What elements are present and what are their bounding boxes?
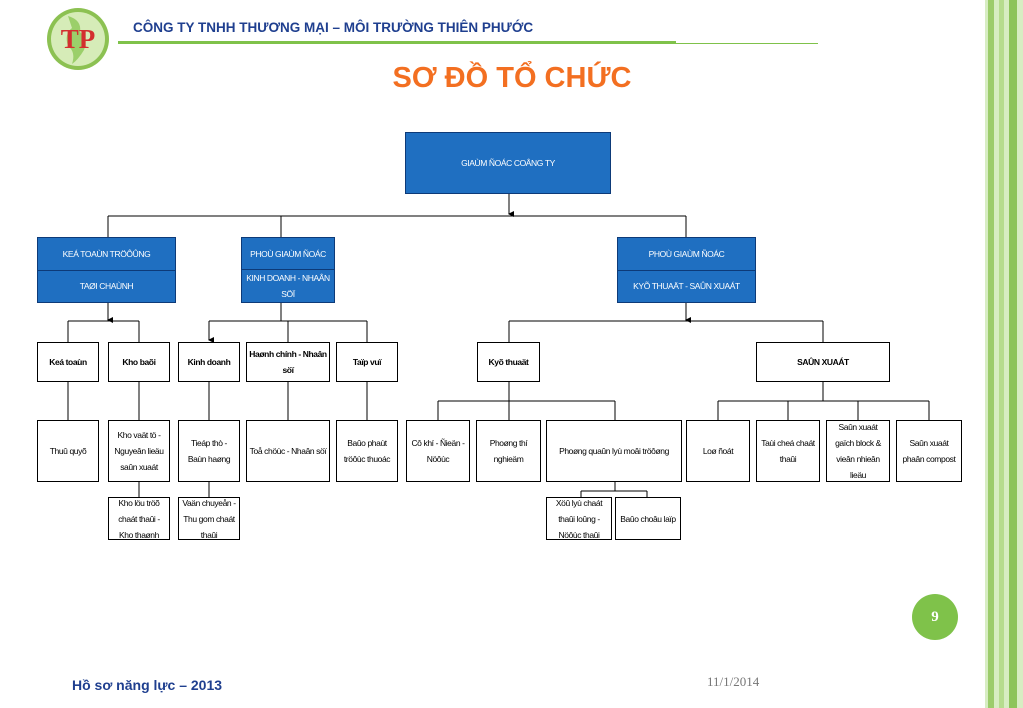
node-label: Toå chöùc - Nhaân söï [249,446,327,456]
node-production: SAÛN XUAÁT [756,342,890,382]
node-lab: Phoøng thí nghieäm [476,420,541,482]
node-incinerator: Loø ñoát [686,420,750,482]
node-label: Baûo phaùt tröôùc thuoác [343,438,391,464]
company-name: CÔNG TY TNHH THƯƠNG MẠI – MÔI TRƯỜNG THI… [133,20,534,35]
node-transport: Vaän chuyeån - Thu gom chaát thaûi [178,497,240,540]
side-stripes [985,0,1023,708]
node-general-affairs: Taïp vuï [336,342,398,382]
node-accounting: Keá toaùn [37,342,99,382]
node-label: Kyõ thuaät [488,357,529,367]
node-label: Tieáp thò - Baùn haøng [187,438,231,464]
node-chief-accountant: KEÁ TOAÙN TRÖÔÛNG TAØI CHAÙNH [37,237,176,303]
node-compost: Saûn xuaát phaân compost [896,420,962,482]
footer-date: 11/1/2014 [707,674,760,689]
node-label: KINH DOANH - NHAÂN SÖÏ [246,273,330,299]
node-label: PHOÙ GIAÙM ÑOÁC [618,238,755,271]
page-title: SƠ ĐỒ TỔ CHỨC [392,62,632,94]
node-label: Taïp vuï [352,357,382,367]
logo-letters: TP [61,24,96,54]
node-label: Phoøng thí nghieäm [489,438,528,464]
node-label: Vaän chuyeån - Thu gom chaát thaûi [182,497,236,540]
node-label: Haønh chính - Nhaân söï [249,349,327,375]
header-rule [118,41,676,44]
node-director: GIAÙM ÑOÁC COÂNG TY [405,132,611,194]
node-label: Kho löu tröõ chaát thaûi - Kho thaønh [118,497,160,540]
node-label: Cô khí - Ñieän - Nöôùc [411,438,465,464]
node-security: Baûo phaùt tröôùc thuoác [336,420,398,482]
node-deputy-business: PHOÙ GIAÙM ÑOÁC KINH DOANH - NHAÂN SÖÏ [241,237,335,303]
node-label: Saûn xuaát phaân compost [902,438,956,464]
node-label: KEÁ TOAÙN TRÖÔÛNG [38,238,175,271]
node-label: Kinh doanh [187,357,231,367]
node-label: Loø ñoát [702,446,734,456]
node-label: KYÕ THUAÄT - SAÛN XUAÁT [633,281,740,292]
node-raw-material-store: Kho vaät tö - Nguyeân lieäu saûn xuaát [108,420,170,482]
footer-text: Hồ sơ năng lực – 2013 [72,677,223,693]
company-logo: TP [38,6,119,72]
node-wastewater: Xöû lyù chaát thaûi loûng - Nöôùc thaûi [546,497,612,540]
node-label: Taùi cheá chaát thaûi [761,438,815,464]
node-label: Thuû quyõ [49,446,87,456]
header-rule-thin [676,43,818,44]
node-label: Kho baõi [122,357,156,367]
node-deputy-technical: PHOÙ GIAÙM ÑOÁC KYÕ THUAÄT - SAÛN XUAÁT [617,237,756,303]
node-label: TAØI CHAÙNH [79,281,134,292]
node-marketing: Tieáp thò - Baùn haøng [178,420,240,482]
node-hr-team: Toå chöùc - Nhaân söï [246,420,330,482]
node-treasurer: Thuû quyõ [37,420,99,482]
node-label: GIAÙM ÑOÁC COÂNG TY [461,158,555,168]
node-label: Saûn xuaát gaïch block & vieân nhieân li… [835,422,881,480]
node-brick-production: Saûn xuaát gaïch block & vieân nhieân li… [826,420,890,482]
slide-number-badge: 9 [912,594,958,640]
node-label: Xöû lyù chaát thaûi loûng - Nöôùc thaûi [555,497,603,540]
node-warehouse: Kho baõi [108,342,170,382]
node-sales: Kinh doanh [178,342,240,382]
node-label: SAÛN XUAÁT [797,357,849,367]
node-recycling: Taùi cheá chaát thaûi [756,420,820,482]
node-furnace: Baûo choâu laïp [615,497,681,540]
node-label: Keá toaùn [49,357,87,367]
node-label: Baûo choâu laïp [620,513,676,524]
node-mechanical: Cô khí - Ñieän - Nöôùc [406,420,470,482]
node-technical: Kyõ thuaät [477,342,540,382]
node-label: Phoøng quaûn lyù moâi tröôøng [559,446,669,456]
node-env-monitoring: Phoøng quaûn lyù moâi tröôøng [546,420,682,482]
node-label: Kho vaät tö - Nguyeân lieäu saûn xuaát [114,430,164,472]
node-admin-hr: Haønh chính - Nhaân söï [246,342,330,382]
node-waste-storage: Kho löu tröõ chaát thaûi - Kho thaønh [108,497,170,540]
node-label: PHOÙ GIAÙM ÑOÁC [242,238,334,270]
